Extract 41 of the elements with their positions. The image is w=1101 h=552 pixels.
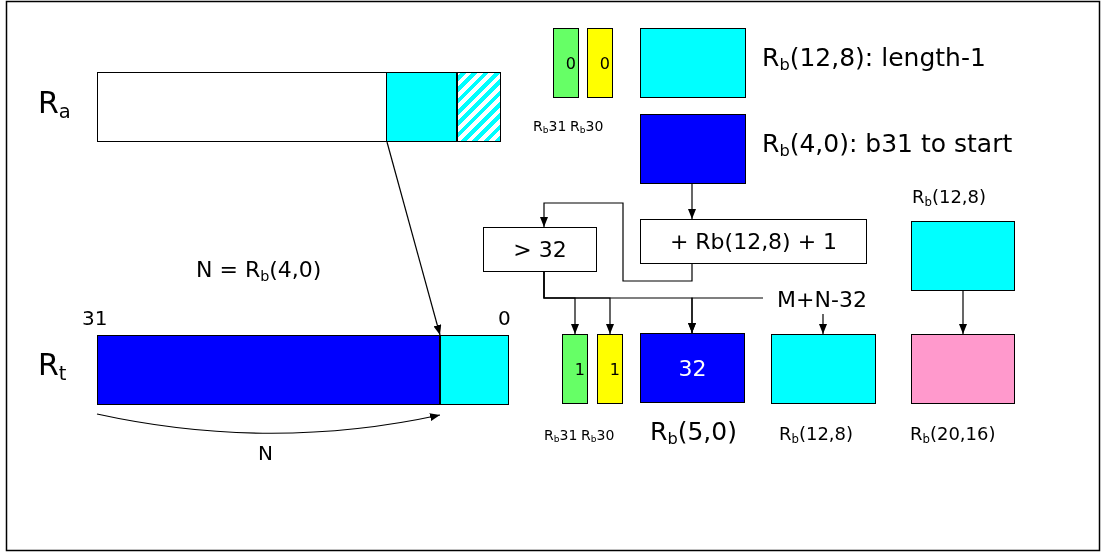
field-segment: [97, 335, 440, 405]
register-label: R$_{b}$31: [544, 428, 578, 444]
operation-box: + Rb(12,8) + 1: [640, 219, 867, 264]
field-box: [911, 334, 1015, 404]
bit-box: 1: [562, 334, 588, 404]
arrow: [688, 183, 696, 220]
arrow: [819, 313, 827, 335]
bit-box: 1: [597, 334, 623, 404]
compare-box: > 32: [483, 227, 597, 272]
bit-box: 0: [553, 28, 579, 98]
arrow: [688, 297, 764, 334]
register-label: R$_{b}$31: [533, 119, 567, 135]
arrow: [540, 202, 693, 282]
register-label: R$_{b}$(12,8): length-1: [762, 44, 986, 72]
field-segment: [440, 335, 509, 405]
field-box: [771, 334, 876, 404]
register-bar: [97, 335, 509, 405]
field-box: [911, 221, 1015, 291]
bit-index-label: 31: [82, 307, 108, 329]
bit-box: 0: [587, 28, 613, 98]
hatched-segment: [457, 72, 501, 142]
register-label: R$_{a}$: [38, 86, 71, 119]
field-box: [640, 114, 746, 184]
register-label: R$_{b}$(12,8): [912, 187, 987, 207]
register-bar: [97, 72, 501, 142]
expression-label: M+N-32: [763, 284, 881, 314]
register-label: R$_{b}$30: [581, 428, 615, 444]
field-segment: [386, 72, 457, 142]
formula-label: N = R$_{b}$(4,0): [196, 258, 322, 283]
register-label: R$_{b}$(20,16): [910, 424, 996, 444]
bit-index-label: 0: [498, 307, 511, 329]
arrow: [386, 141, 442, 336]
arrow: [959, 290, 967, 335]
field-box: 32: [640, 333, 745, 403]
length-label: N: [258, 442, 273, 464]
register-label: R$_{b}$(4,0): b31 to start: [762, 130, 1013, 158]
register-label: R$_{b}$30: [570, 119, 604, 135]
register-label: R$_{t}$: [38, 348, 67, 381]
field-box: [640, 28, 746, 98]
register-label: R$_{b}$(5,0): [650, 418, 737, 446]
register-label: R$_{b}$(12,8): [779, 424, 854, 444]
